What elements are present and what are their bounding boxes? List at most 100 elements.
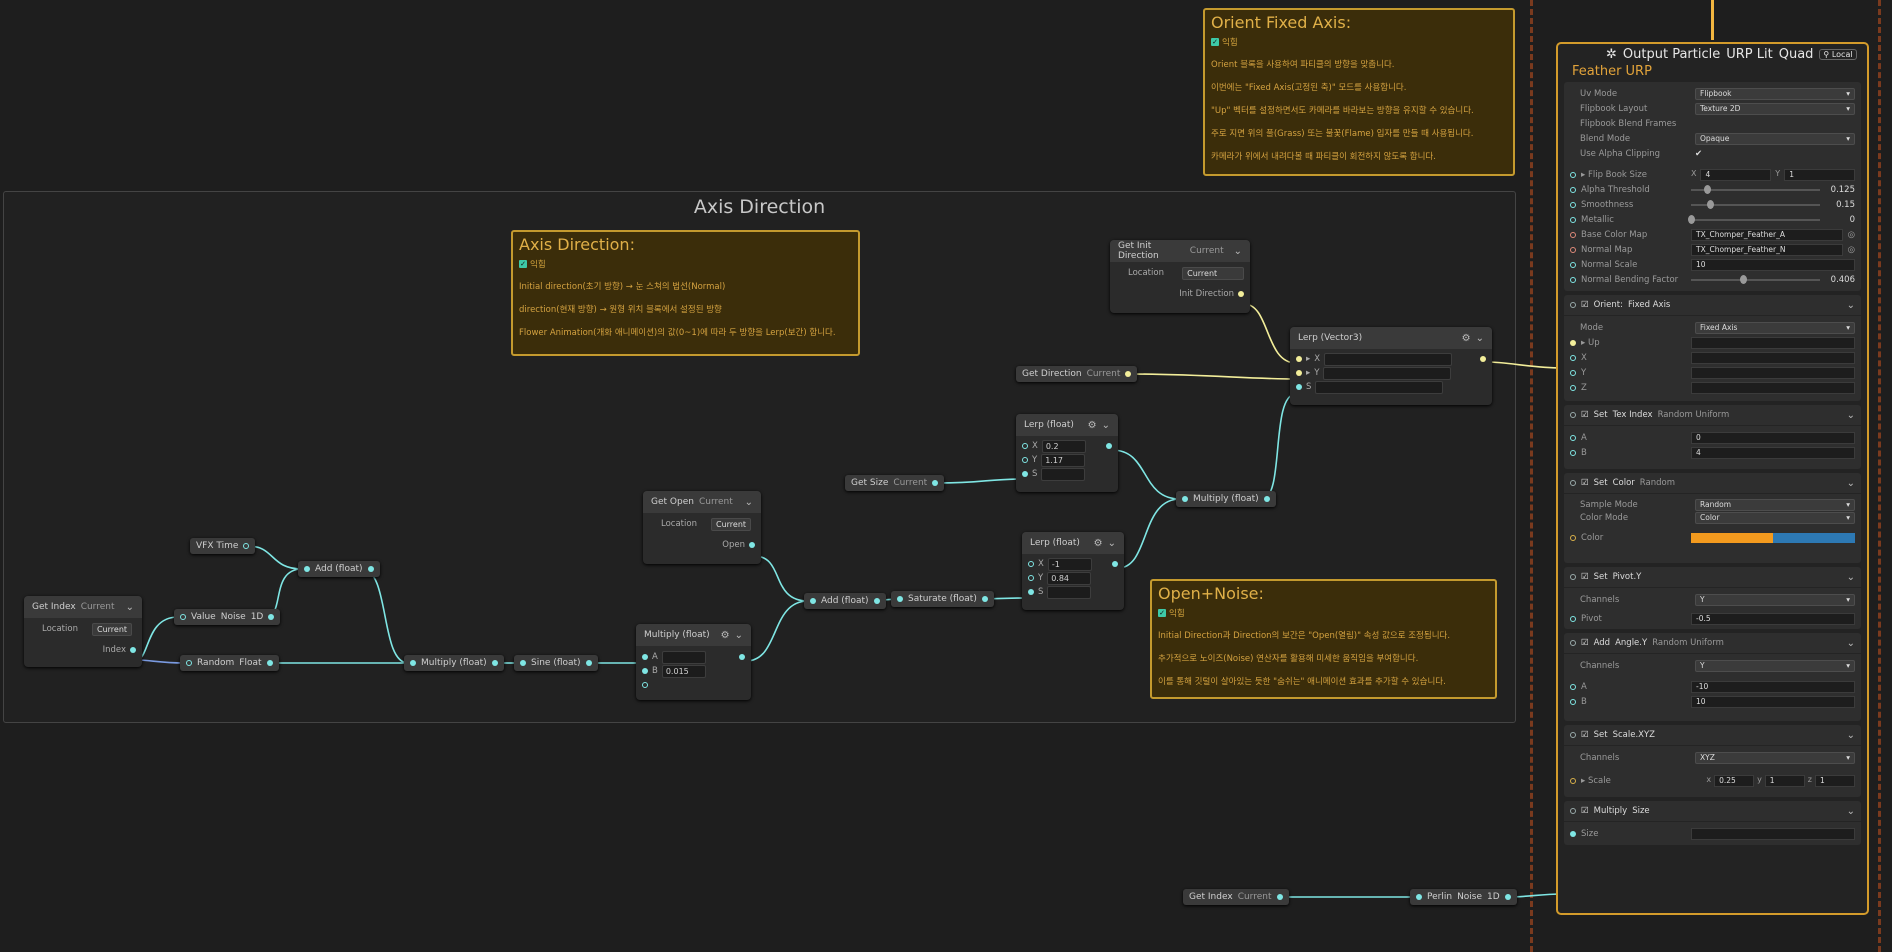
enable-checkbox[interactable]: ☑ — [1581, 730, 1589, 740]
input-port[interactable] — [642, 654, 648, 660]
input-port[interactable] — [1570, 354, 1576, 361]
color-gradient-field[interactable] — [1691, 532, 1855, 543]
input-port[interactable] — [1570, 534, 1576, 541]
scale-x-field[interactable]: 0.25 — [1714, 774, 1755, 787]
enable-checkbox[interactable]: ☑ — [1581, 572, 1589, 582]
checkbox-icon[interactable]: ✓ — [1211, 38, 1219, 46]
input-port[interactable] — [897, 596, 903, 602]
output-port[interactable] — [266, 660, 273, 666]
output-port[interactable] — [367, 566, 374, 572]
input-port[interactable] — [1570, 369, 1576, 376]
object-picker-icon[interactable]: ◎ — [1847, 229, 1855, 240]
tex-index-a-field[interactable]: 0 — [1691, 431, 1855, 444]
uv-mode-dropdown[interactable]: Flipbook▾ — [1695, 87, 1855, 100]
enable-checkbox[interactable]: ☑ — [1581, 478, 1589, 488]
input-port[interactable] — [1022, 471, 1028, 477]
input-port[interactable] — [1570, 261, 1576, 268]
input-port[interactable] — [1570, 171, 1576, 178]
input-port[interactable] — [1570, 777, 1576, 784]
slider-knob[interactable] — [1707, 199, 1715, 209]
add-float-b-node[interactable]: Add (float) — [804, 593, 886, 609]
input-port[interactable] — [810, 598, 816, 604]
scale-z-field[interactable]: 1 — [1815, 774, 1855, 787]
flipbook-layout-dropdown[interactable]: Texture 2D▾ — [1695, 102, 1855, 115]
y-vector-field[interactable] — [1323, 366, 1452, 380]
chevron-down-icon[interactable]: ⌄ — [125, 601, 134, 613]
vfx-time-node[interactable]: VFX Time — [190, 538, 256, 554]
input-port[interactable] — [1296, 370, 1302, 376]
block-port[interactable] — [1570, 480, 1576, 486]
slider-knob[interactable] — [1740, 274, 1748, 284]
gear-icon[interactable]: ⚙ — [1087, 419, 1097, 431]
object-picker-icon[interactable]: ◎ — [1847, 244, 1855, 255]
input-port[interactable] — [520, 660, 526, 666]
enable-checkbox[interactable]: ☑ — [1581, 300, 1589, 310]
enable-checkbox[interactable]: ☑ — [1581, 638, 1589, 648]
output-port[interactable] — [1480, 356, 1486, 362]
chevron-down-icon[interactable]: ⌄ — [744, 496, 753, 508]
x-field[interactable]: -1 — [1047, 557, 1092, 571]
input-port[interactable] — [186, 660, 192, 666]
chevron-down-icon[interactable]: ⌄ — [1846, 805, 1855, 817]
block-port[interactable] — [1570, 574, 1576, 580]
output-port[interactable] — [873, 598, 880, 604]
sticky-note-axis[interactable]: Axis Direction: ✓익힘 Initial direction(초기… — [511, 230, 860, 356]
chevron-down-icon[interactable]: ⌄ — [1475, 332, 1484, 344]
chevron-down-icon[interactable]: ⌄ — [1846, 637, 1855, 649]
chevron-down-icon[interactable]: ⌄ — [1846, 477, 1855, 489]
block-port[interactable] — [1570, 732, 1576, 738]
output-port[interactable] — [1263, 496, 1270, 502]
location-dropdown[interactable]: Current — [711, 517, 752, 531]
scale-y-field[interactable]: 1 — [1764, 774, 1805, 787]
base-color-map-field[interactable]: TX_Chomper_Feather_A — [1691, 228, 1843, 241]
angle-b-field[interactable]: 10 — [1691, 695, 1855, 708]
input-port[interactable] — [1570, 201, 1576, 208]
input-port[interactable] — [1570, 339, 1576, 346]
angle-a-field[interactable]: -10 — [1691, 680, 1855, 693]
s-field[interactable] — [1047, 585, 1092, 599]
input-port[interactable] — [1022, 457, 1028, 463]
sample-mode-dropdown[interactable]: Random▾ — [1695, 498, 1855, 511]
lerp-vector3-node[interactable]: Lerp (Vector3)⚙⌄ ▸ X ▸ Y S — [1290, 327, 1492, 405]
color-mode-dropdown[interactable]: Color▾ — [1695, 511, 1855, 524]
gear-icon[interactable]: ⚙ — [720, 629, 730, 641]
scale-channels-dropdown[interactable]: XYZ▾ — [1695, 751, 1855, 764]
metallic-slider[interactable] — [1688, 214, 1820, 225]
output-particle-context[interactable]: ✲ Output Particle URP Lit Quad ⚲ Local F… — [1556, 42, 1869, 915]
input-port[interactable] — [1296, 356, 1302, 362]
chevron-down-icon[interactable]: ⌄ — [1846, 409, 1855, 421]
s-field[interactable] — [1041, 467, 1086, 481]
add-float-node[interactable]: Add (float) — [298, 561, 380, 577]
location-dropdown[interactable]: Current — [1182, 266, 1244, 280]
sticky-note-open[interactable]: Open+Noise: ✓익힘 Initial Direction과 Direc… — [1150, 579, 1497, 699]
chevron-down-icon[interactable]: ⌄ — [734, 629, 743, 641]
output-port[interactable] — [1238, 291, 1244, 297]
angle-channels-dropdown[interactable]: Y▾ — [1695, 659, 1855, 672]
block-port[interactable] — [1570, 640, 1576, 646]
output-port[interactable] — [1106, 443, 1112, 449]
y-field[interactable]: 1.17 — [1041, 453, 1086, 467]
blend-mode-dropdown[interactable]: Opaque▾ — [1695, 132, 1855, 145]
pivot-field[interactable]: -0.5 — [1691, 612, 1855, 625]
input-port[interactable] — [304, 566, 310, 572]
alpha-threshold-slider[interactable] — [1691, 184, 1820, 195]
normal-map-field[interactable]: TX_Chomper_Feather_N — [1691, 243, 1843, 256]
input-port[interactable] — [1570, 830, 1576, 837]
chevron-down-icon[interactable]: ⌄ — [1107, 537, 1116, 549]
output-port[interactable] — [932, 480, 939, 486]
block-port[interactable] — [1570, 808, 1576, 814]
gear-icon[interactable]: ⚙ — [1461, 332, 1471, 344]
location-dropdown[interactable]: Current — [92, 622, 133, 636]
up-y-field[interactable] — [1691, 366, 1855, 379]
output-port[interactable] — [130, 647, 136, 653]
